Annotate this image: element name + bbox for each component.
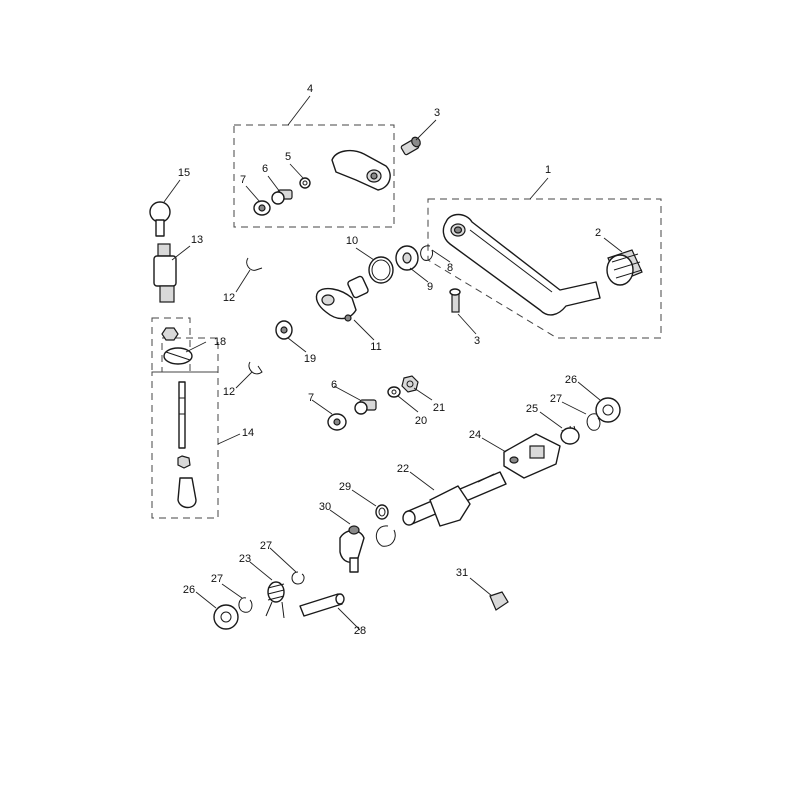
callout-9: 9 [427, 281, 433, 293]
callout-15: 15 [178, 167, 190, 179]
selector-plate-24 [503, 433, 561, 479]
pedal-rubber [606, 249, 643, 286]
callout-13: 13 [191, 234, 203, 246]
callout-22: 22 [397, 463, 409, 475]
clip-12-upper [246, 257, 263, 271]
callout-25: 25 [526, 403, 538, 415]
group-box-1 [427, 198, 662, 339]
callout-29: 29 [339, 481, 351, 493]
callout-19: 19 [304, 353, 316, 365]
callout-6-lower: 6 [331, 379, 337, 391]
clip-31 [489, 591, 509, 611]
nut-18-assembly [161, 327, 193, 365]
callout-3-upper: 3 [434, 107, 440, 119]
callout-4: 4 [307, 83, 313, 95]
bolt-3-lower [449, 288, 461, 313]
group-box-18 [151, 317, 191, 373]
callout-24: 24 [469, 429, 481, 441]
callout-3-lower: 3 [474, 335, 480, 347]
bolt-3-upper [400, 136, 421, 156]
spring-25 [560, 425, 580, 445]
gear-pedal-lever [442, 213, 601, 316]
heel-lever-bracket [331, 149, 391, 191]
circlip-27-right [586, 413, 601, 431]
callout-labels: 4 3 1 2 5 6 7 15 13 10 8 9 12 3 11 18 19… [178, 83, 601, 637]
callout-26-right: 26 [565, 374, 577, 386]
group-box-14 [151, 371, 219, 519]
callout-12-upper: 12 [223, 292, 235, 304]
callout-1: 1 [545, 164, 551, 176]
callout-18: 18 [214, 336, 226, 348]
o-ring-29 [375, 504, 389, 520]
group-box-4 [233, 124, 395, 228]
callout-2: 2 [595, 227, 601, 239]
ball-joint-15 [149, 201, 171, 237]
washer-9 [395, 245, 419, 271]
linkage-rod-end-13 [153, 243, 177, 303]
bolt-6-lower [354, 399, 377, 415]
circlip-29-lower [375, 525, 396, 547]
circlip-27-left [238, 597, 253, 613]
washer-26-left [213, 604, 239, 630]
group-box-18-inner [161, 337, 219, 373]
spring-23 [265, 581, 285, 619]
callout-14: 14 [242, 427, 254, 439]
callout-20: 20 [415, 415, 427, 427]
linkage-rod-14 [177, 381, 197, 509]
callout-26-left: 26 [183, 584, 195, 596]
callout-11: 11 [370, 341, 381, 353]
callout-5: 5 [285, 151, 291, 163]
callout-8: 8 [447, 262, 453, 274]
o-ring-10 [368, 256, 394, 284]
callout-7-lower: 7 [308, 392, 314, 404]
spacer-7-lower [327, 413, 347, 431]
circlip-8 [420, 245, 433, 261]
callout-23: 23 [239, 553, 251, 565]
callout-27-left: 27 [211, 573, 223, 585]
callout-30: 30 [319, 501, 331, 513]
selector-shaft-22 [402, 471, 507, 527]
clip-12-lower [248, 361, 263, 375]
spacer-19 [275, 320, 293, 340]
washer-20 [387, 386, 401, 398]
callout-12-lower: 12 [223, 386, 235, 398]
callout-27-right: 27 [550, 393, 562, 405]
callout-21: 21 [433, 402, 445, 414]
pin-28 [299, 593, 345, 617]
cam-30 [339, 525, 365, 573]
pivot-bracket-11 [315, 275, 369, 322]
callout-6-upper: 6 [262, 163, 268, 175]
callout-27-mid: 27 [260, 540, 272, 552]
leader-lines [163, 95, 623, 631]
circlip-27-mid [291, 571, 305, 585]
bolt-6-upper [271, 189, 293, 205]
callout-7-upper: 7 [240, 174, 246, 186]
spacer-7-upper [253, 200, 271, 216]
callout-28: 28 [354, 625, 366, 637]
washer-5 [299, 177, 311, 189]
callout-31: 31 [456, 567, 468, 579]
callout-10: 10 [346, 235, 358, 247]
washer-26-right [595, 397, 621, 423]
